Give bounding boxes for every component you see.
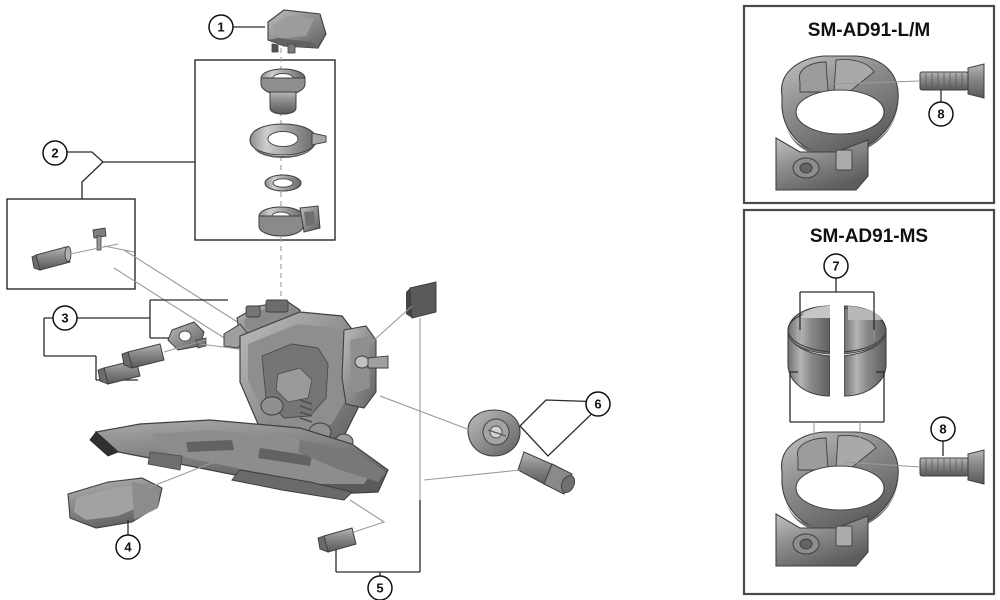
- leader-part4: [147, 461, 215, 489]
- leader-part2: [69, 243, 135, 255]
- callout-7[interactable]: 7: [823, 253, 849, 279]
- callout-8a-label: 8: [937, 107, 944, 122]
- chain-guard-cover-4: [67, 477, 163, 529]
- leaders-box2-to-body: [113, 249, 251, 349]
- callout-3-label: 3: [61, 311, 68, 326]
- panel-ms-title: SM-AD91-MS: [810, 226, 928, 247]
- callout-3[interactable]: 3: [52, 305, 78, 331]
- callout-2[interactable]: 2: [42, 140, 68, 166]
- leader-part6: [379, 395, 471, 431]
- stack-pivot-bolt: [260, 68, 306, 115]
- callout-7-bracket: [789, 278, 885, 438]
- callout-6[interactable]: 6: [585, 391, 611, 417]
- callout-5-bracket: [335, 499, 421, 576]
- callout-4[interactable]: 4: [115, 534, 141, 560]
- spacer-washer-6: [467, 409, 521, 457]
- fixing-pin-5: [317, 527, 357, 553]
- adapter-shim-ring: [787, 304, 887, 398]
- leader-part6b: [423, 469, 521, 481]
- callout-8-lm[interactable]: 8: [928, 101, 954, 127]
- callout-1[interactable]: 1: [208, 14, 234, 40]
- callout-2-leader: [66, 151, 195, 199]
- fixing-bolt-2: [31, 246, 72, 271]
- adjust-screw-2: [92, 227, 107, 251]
- callout-8b-label: 8: [939, 422, 946, 437]
- stack-link-plate: [249, 123, 327, 158]
- callout-8-ms[interactable]: 8: [930, 416, 956, 442]
- band-clamp-lm: [775, 55, 899, 191]
- parts-box-1: [194, 59, 336, 241]
- callout-circles: 1 2 3 4 5 6 7: [42, 14, 956, 600]
- callout-1-label: 1: [217, 20, 224, 35]
- stack-washer: [264, 174, 302, 192]
- support-plate: [371, 281, 437, 500]
- leader-part3: [163, 339, 247, 353]
- callout-6-label: 6: [594, 397, 601, 412]
- link-pin-3b: [121, 343, 165, 369]
- clamp-bolt-6: [517, 451, 576, 495]
- clamp-bolt-lm: [831, 63, 985, 99]
- derailleur-chain-cage: [89, 419, 389, 501]
- stack-pivot-nut: [258, 205, 321, 237]
- callout-4-label: 4: [124, 540, 132, 555]
- band-clamp-ms: [775, 431, 899, 567]
- callout-5[interactable]: 5: [367, 575, 393, 600]
- front-derailleur-body: [223, 299, 389, 451]
- top-cover-cap: [267, 9, 327, 54]
- callout-5-label: 5: [376, 581, 383, 596]
- callout-7-label: 7: [832, 259, 839, 274]
- clamp-bolt-ms: [843, 441, 985, 485]
- callout-2-label: 2: [51, 146, 58, 161]
- panel-lm-title: SM-AD91-L/M: [808, 20, 930, 41]
- parts-box-2: [6, 198, 136, 290]
